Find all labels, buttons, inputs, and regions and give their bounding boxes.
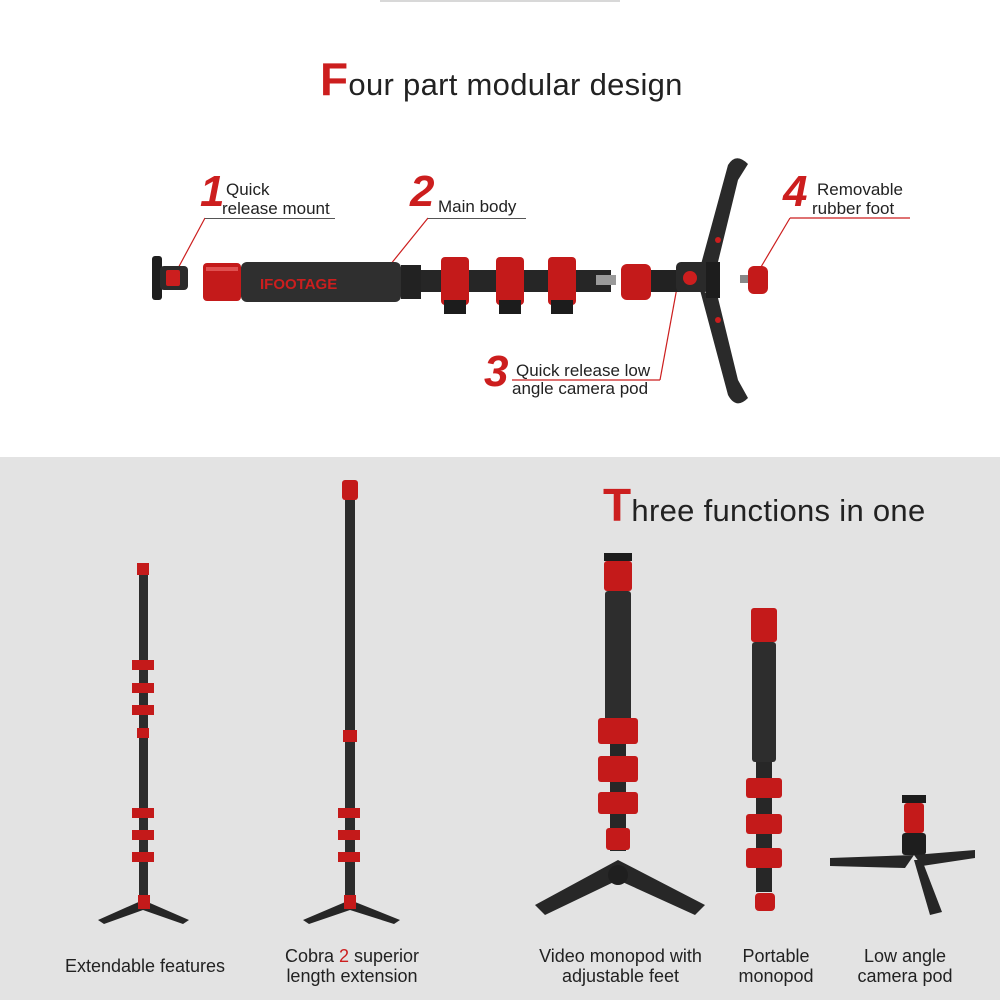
title-initial: F	[320, 53, 349, 105]
caption-portable: Portable monopod	[726, 946, 826, 986]
cobra-extension-monopod	[303, 480, 400, 924]
leader-line-3	[659, 281, 679, 381]
main-body: IFOOTAGE	[203, 257, 616, 314]
caption-line: length extension	[286, 966, 418, 986]
part-label-4-line2: rubber foot	[812, 199, 895, 218]
part-label-1-line1: Quick	[226, 180, 270, 199]
caption-highlight: 2	[338, 946, 349, 966]
part-number-2: 2	[410, 167, 435, 216]
part-underline-1	[205, 218, 335, 219]
part-label-3-line2: angle camera pod	[512, 379, 649, 398]
caption-text: superior	[349, 946, 420, 966]
extendable-monopod	[98, 563, 189, 924]
leader-line-2	[385, 217, 429, 271]
section-title-functions: Three functions in one	[603, 478, 926, 532]
title-text: hree functions in one	[631, 493, 926, 528]
title-text: our part modular design	[348, 67, 683, 102]
part-label-4-line1: Removable	[817, 180, 903, 199]
part-label-1-line2: release mount	[222, 199, 330, 218]
caption-line: monopod	[738, 966, 814, 986]
brand-label: IFOOTAGE	[260, 276, 337, 293]
quick-release-mount	[152, 256, 188, 300]
portable-monopod	[746, 608, 782, 911]
rubber-foot	[740, 266, 768, 294]
caption-line: Extendable features	[64, 956, 226, 976]
caption-line: adjustable feet	[561, 966, 680, 986]
title-initial: T	[603, 479, 632, 531]
caption-extendable: Extendable features	[60, 956, 230, 976]
caption-text: Cobra	[284, 946, 339, 966]
part-underline-2	[428, 218, 526, 219]
bottom-section	[0, 457, 1000, 1000]
caption-line: Cobra 2 superior	[272, 946, 432, 966]
part-label-2-line1: Main body	[438, 197, 517, 216]
part-number-4: 4	[783, 167, 808, 216]
caption-line: camera pod	[857, 966, 953, 986]
top-section	[0, 0, 1000, 457]
video-monopod	[535, 553, 705, 915]
low-angle-camera-pod	[621, 158, 748, 404]
low-angle-pod	[830, 795, 975, 915]
caption-video-monopod: Video monopod with adjustable feet	[528, 946, 713, 986]
caption-line: Video monopod with	[539, 946, 702, 966]
part-label-3-line1: Quick release low	[516, 361, 651, 380]
caption-line: Portable	[742, 946, 810, 966]
caption-line: Low angle	[863, 946, 947, 966]
section-title-modular: Four part modular design	[320, 52, 683, 106]
top-divider	[380, 0, 620, 2]
leader-line-1	[175, 217, 206, 273]
caption-low-angle: Low angle camera pod	[850, 946, 960, 986]
part-number-1: 1	[200, 167, 225, 216]
leader-line-4	[757, 217, 791, 273]
caption-cobra: Cobra 2 superior length extension	[272, 946, 432, 986]
part-number-3: 3	[484, 347, 509, 396]
